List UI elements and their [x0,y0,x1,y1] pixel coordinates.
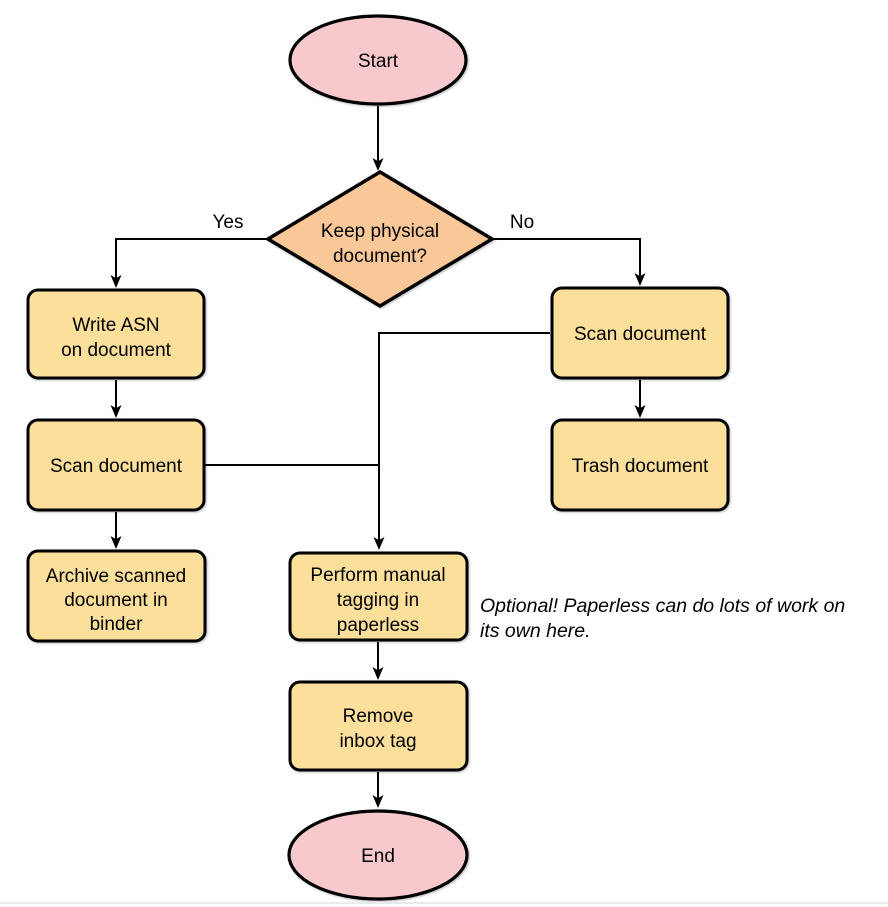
edge-decision-yes-to-write-asn [110,238,266,288]
decision-label-line2: document? [333,246,427,267]
node-scan-document-left: Scan document [26,418,206,512]
edge-decision-no-to-scan-right [494,238,646,286]
node-perform-manual-tagging: Perform manual tagging in paperless [288,551,469,642]
trash-label: Trash document [572,456,709,477]
write-asn-label-line2: on document [61,340,172,361]
node-scan-document-right: Scan document [550,286,730,380]
scan-left-label: Scan document [50,456,183,477]
scan-right-box [550,286,730,380]
archive-label-line1: Archive scanned [46,566,186,587]
node-trash-document: Trash document [550,418,730,512]
scan-right-label: Scan document [574,324,707,345]
edge-label-yes: Yes [213,212,244,233]
node-start: Start [288,14,468,106]
end-terminal-shape [287,809,469,901]
decision-label-line1: Keep physical [321,221,439,242]
perform-tagging-label-line3: paperless [337,615,419,636]
write-asn-label-line1: Write ASN [72,315,159,336]
archive-label-line3: binder [90,614,143,635]
node-end: End [287,809,469,901]
perform-tagging-label-line1: Perform manual [310,565,445,586]
start-terminal-shape [288,14,468,106]
write-asn-box [26,288,206,380]
edge-scan-right-to-perform-tagging [373,332,550,550]
edge-label-no: No [510,212,534,233]
decision-diamond-shape [264,169,496,309]
node-decision-keep-physical: Keep physical document? [264,169,496,309]
perform-tagging-box [288,551,469,642]
annotation-optional-note: Optional! Paperless can do lots of work … [480,595,845,642]
scan-left-box [26,418,206,512]
annotation-line1: Optional! Paperless can do lots of work … [480,595,845,617]
node-remove-inbox-tag: Remove inbox tag [288,680,469,772]
archive-label-line2: document in [64,590,168,611]
node-write-asn: Write ASN on document [26,288,206,380]
archive-box [26,549,207,643]
perform-tagging-label-line2: tagging in [337,590,419,611]
remove-inbox-label-line2: inbox tag [339,731,416,752]
end-label: End [361,846,395,867]
annotation-line2: its own here. [480,620,591,642]
remove-inbox-box [288,680,469,772]
trash-box [550,418,730,512]
node-archive-in-binder: Archive scanned document in binder [26,549,207,643]
start-label: Start [358,51,399,72]
remove-inbox-label-line1: Remove [343,706,414,727]
